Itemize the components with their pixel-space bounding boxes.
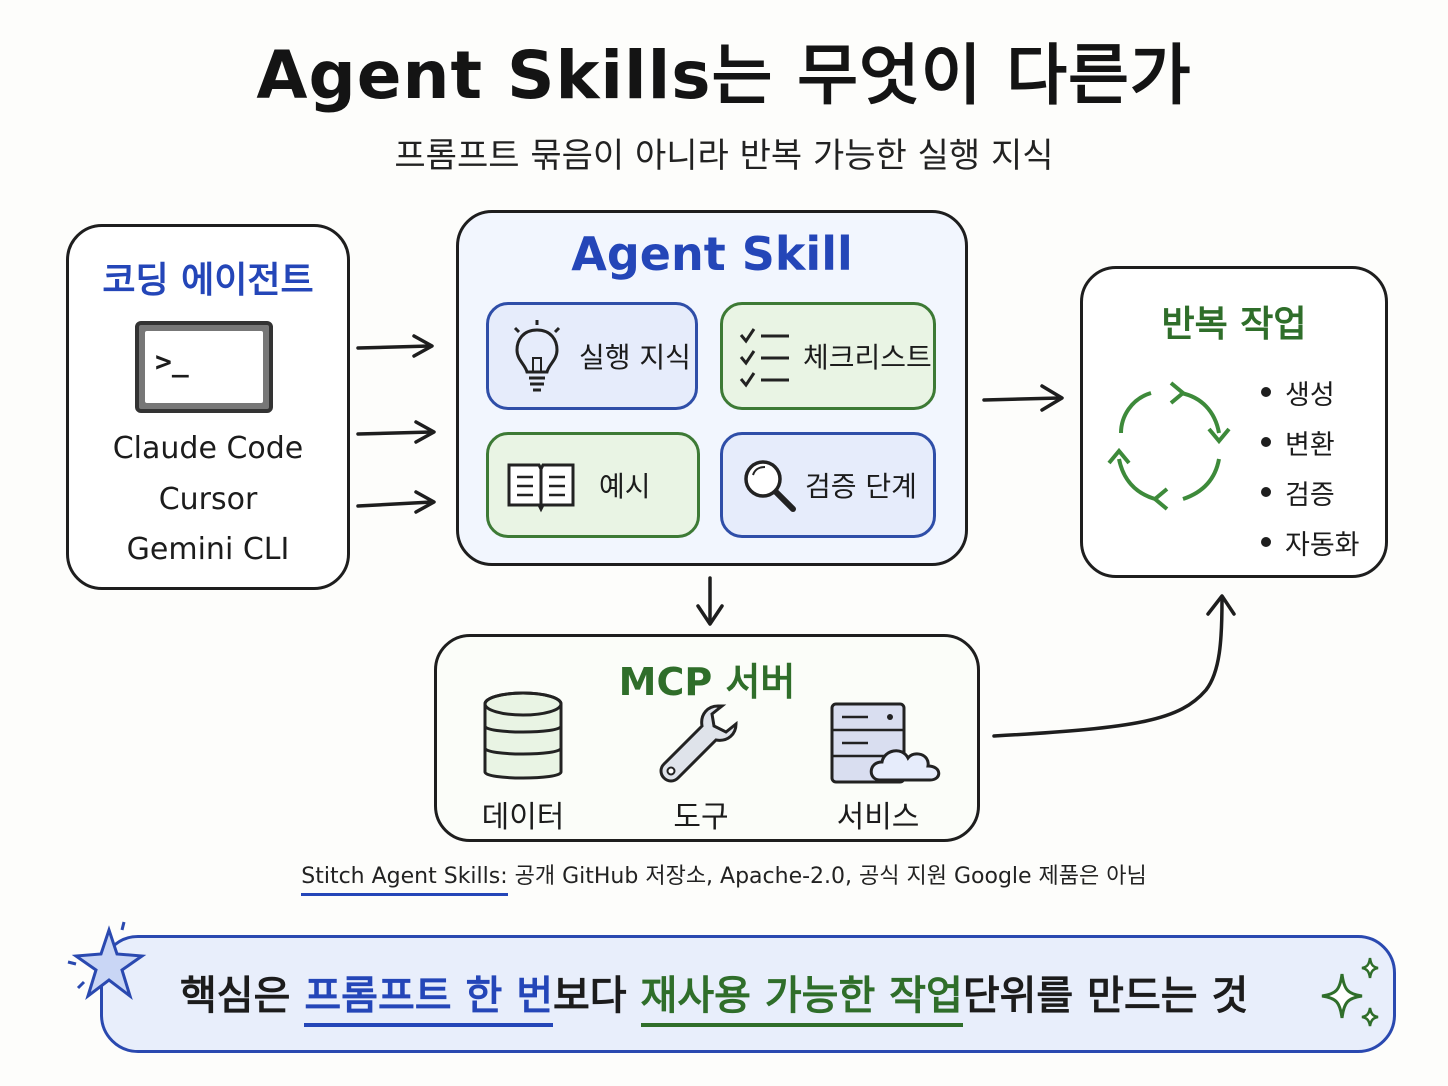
checklist-icon [739, 328, 789, 388]
arrow-agent-to-skill-2 [356, 420, 436, 444]
footnote-lead: Stitch Agent Skills: [301, 864, 508, 896]
skill-tile-label: 실행 지식 [579, 341, 691, 374]
sparkle-star-icon [67, 921, 147, 1001]
sparkle-icon [1321, 957, 1379, 1027]
key-message-part: 보다 [553, 973, 627, 1019]
key-message-highlight-green: 재사용 가능한 작업 [640, 963, 963, 1027]
key-message: 핵심은 프롬프트 한 번보다 재사용 가능한 작업 단위를 만드는 것 [180, 963, 1248, 1027]
coding-agent-heading: 코딩 에이전트 [102, 260, 314, 301]
coding-agent-box: 코딩 에이전트 >_ Claude Code Cursor Gemini CLI [66, 224, 350, 590]
list-item: 검증 [1261, 467, 1360, 517]
skill-tile-label: 체크리스트 [803, 341, 932, 374]
book-icon [507, 463, 575, 513]
mcp-heading: MCP 서버 [618, 660, 796, 704]
skill-tile-label: 예시 [599, 470, 651, 503]
arrow-agent-to-skill-1 [356, 334, 434, 358]
repeat-work-box: 반복 작업 생성 변환 검증 자동화 [1080, 266, 1388, 578]
database-icon [483, 691, 563, 780]
arrow-skill-to-mcp [696, 576, 724, 626]
magnifier-icon [744, 460, 796, 512]
footnote: Stitch Agent Skills: 공개 GitHub 저장소, Apac… [0, 858, 1448, 896]
skill-tile-verification: 검증 단계 [720, 432, 936, 538]
key-message-highlight-blue: 프롬프트 한 번 [304, 963, 553, 1027]
arrow-mcp-to-repeat [992, 594, 1236, 738]
key-message-part: 핵심은 [180, 973, 291, 1019]
tool-item: Cursor [158, 482, 258, 517]
wrench-icon [659, 704, 738, 783]
page-title: Agent Skills는 무엇이 다른가 [256, 37, 1192, 114]
skill-tile-checklist: 체크리스트 [720, 302, 936, 410]
mcp-item-label: 도구 [673, 800, 729, 835]
skill-tile-label: 검증 단계 [805, 470, 917, 503]
skill-tile-examples: 예시 [486, 432, 700, 538]
key-message-part: 단위를 만드는 것 [962, 973, 1249, 1019]
list-item: 생성 [1261, 367, 1360, 417]
repeat-work-heading: 반복 작업 [1161, 304, 1307, 345]
tool-item: Claude Code [112, 431, 304, 466]
server-cloud-icon [830, 702, 941, 784]
mcp-item-label: 데이터 [481, 800, 565, 835]
tool-item: Gemini CLI [126, 532, 290, 567]
arrow-agent-to-skill-3 [356, 490, 436, 514]
page-subtitle: 프롬프트 묶음이 아니라 반복 가능한 실행 지식 [394, 136, 1054, 176]
key-message-banner [100, 935, 1396, 1053]
repeat-work-list: 생성 변환 검증 자동화 [1261, 367, 1360, 567]
footnote-rest: 공개 GitHub 저장소, Apache-2.0, 공식 지원 Google … [507, 864, 1147, 889]
terminal-icon: >_ [135, 321, 273, 413]
list-item: 자동화 [1261, 517, 1360, 567]
list-item: 변환 [1261, 417, 1360, 467]
skill-tile-knowledge: 실행 지식 [486, 302, 698, 410]
mcp-item-label: 서비스 [836, 800, 920, 835]
lightbulb-icon [513, 320, 561, 392]
agent-skill-heading: Agent Skill [571, 227, 853, 281]
terminal-prompt: >_ [155, 345, 189, 378]
arrow-skill-to-repeat [982, 384, 1064, 412]
cycle-arrows-icon [1107, 381, 1231, 511]
